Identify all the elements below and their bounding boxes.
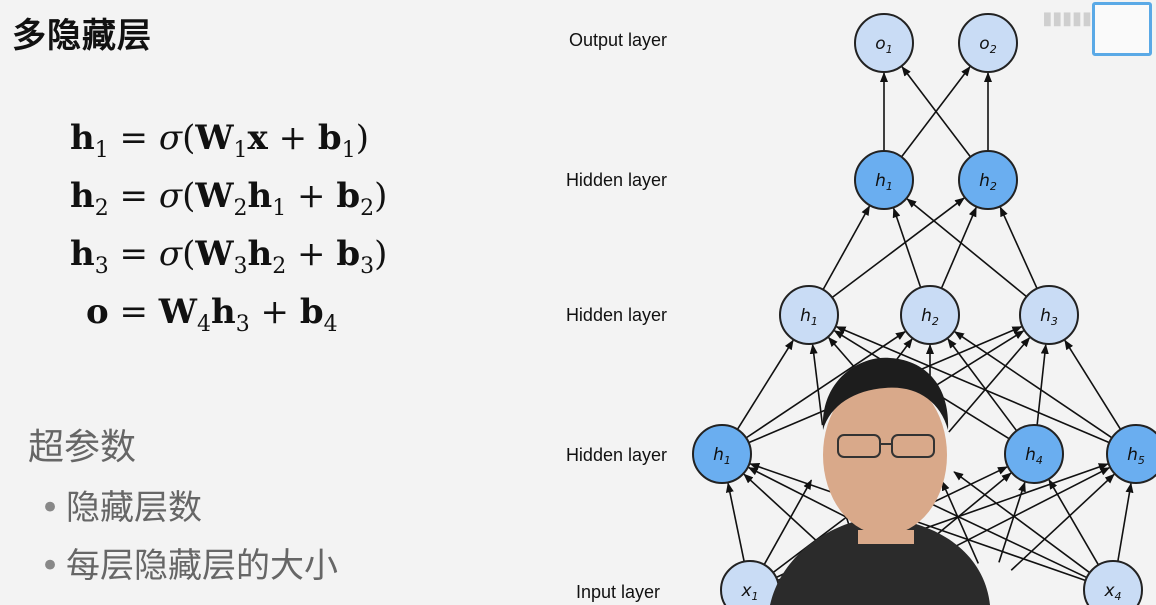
slide-title: 多隐藏层 — [12, 16, 152, 56]
network-node-x1: x1 — [720, 560, 780, 605]
presenter-hair — [822, 357, 949, 430]
glasses-left-lens — [837, 434, 881, 458]
network-node-h5: h5 — [1106, 424, 1156, 484]
network-node-x4: x4 — [1083, 560, 1143, 605]
network-edge-arrow — [1117, 482, 1134, 562]
network-edge-arrow — [736, 339, 794, 430]
network-nodes: o1 o2 h1 h2 h1 h2 h3 h1 h4 h5 x1 x4 — [692, 13, 1156, 605]
network-edge-arrow — [953, 471, 1091, 574]
network-edge-arrow — [998, 481, 1026, 563]
network-edge-arrow — [892, 207, 922, 288]
network-edge-arrow — [835, 325, 1110, 444]
network-edge-arrow — [1048, 479, 1100, 566]
network-edge-arrow — [1064, 339, 1122, 430]
network-edge-arrow — [948, 337, 1031, 433]
network-node-o2: o2 — [958, 13, 1018, 73]
equation-h1: h1 = σ(W1x + b1) — [70, 118, 369, 163]
network-node-h4: h4 — [1004, 424, 1064, 484]
layer-label-hidden-bottom: Hidden layer — [565, 445, 667, 465]
network-edge-arrow — [954, 331, 1113, 439]
network-node-o1: o1 — [854, 13, 914, 73]
network-node-h3: h3 — [1019, 285, 1079, 345]
network-node-h1: h1 — [854, 150, 914, 210]
network-edge-arrow — [745, 331, 906, 439]
bullet-text: 每层隐藏层的大小 — [66, 546, 338, 586]
layer-label-output: Output layer — [568, 30, 667, 50]
network-edge-arrow — [999, 206, 1038, 289]
network-edge-arrow — [809, 343, 824, 426]
network-edge-arrow — [763, 479, 813, 566]
bullet-hidden-layer-count: •隐藏层数 — [40, 480, 202, 529]
layer-label-hidden-top: Hidden layer — [565, 170, 667, 190]
glasses-right-lens — [891, 434, 935, 458]
network-edge-arrow — [901, 66, 972, 158]
network-node-h2: h2 — [958, 150, 1018, 210]
network-edge-arrow — [941, 480, 980, 564]
equation-o: o = W4h3 + b4 — [86, 292, 338, 337]
layer-label-hidden-middle: Hidden layer — [565, 305, 667, 325]
bullet-hidden-layer-size: •每层隐藏层的大小 — [40, 538, 338, 587]
video-watermark: ▮▮▮▮▮ — [1042, 8, 1092, 29]
equation-h2: h2 = σ(W2h1 + b2) — [70, 176, 388, 221]
channel-logo-icon — [1092, 2, 1152, 56]
network-edge-arrow — [906, 198, 1028, 298]
layer-label-input: Input layer — [575, 582, 660, 602]
presenter-shirt — [770, 520, 990, 605]
network-node-h1: h1 — [779, 285, 839, 345]
bullet-text: 隐藏层数 — [66, 488, 202, 528]
presenter-face — [823, 375, 947, 535]
network-edge-arrow — [822, 205, 871, 291]
network-node-h1: h1 — [692, 424, 752, 484]
bullet-dot-icon: • — [40, 488, 61, 528]
network-edge-arrow — [1010, 473, 1115, 571]
network-edge-arrow — [831, 197, 965, 299]
equation-h3: h3 = σ(W3h2 + b3) — [70, 234, 388, 279]
bullet-dot-icon: • — [40, 546, 61, 586]
network-edge-arrow — [940, 206, 977, 289]
hyperparameters-heading: 超参数 — [28, 427, 137, 468]
network-edge-arrow — [725, 482, 745, 562]
network-edge-arrow — [947, 338, 1018, 432]
network-node-h2: h2 — [900, 285, 960, 345]
